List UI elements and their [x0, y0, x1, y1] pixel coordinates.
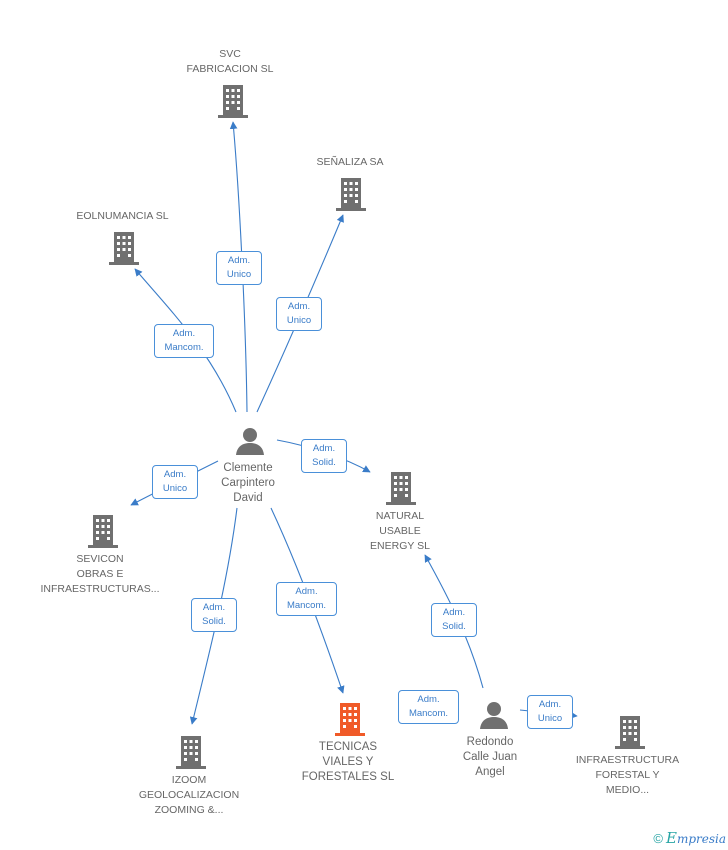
building-icon	[386, 472, 416, 505]
company-label-eolnumancia[interactable]: EOLNUMANCIA SL	[76, 210, 169, 222]
building-icon	[336, 178, 366, 211]
edge-label-adm-solid: Adm. Solid.	[431, 603, 477, 637]
building-icon	[176, 736, 206, 769]
copyright-symbol: ©	[653, 830, 663, 846]
empresia-logo[interactable]: © Empresia	[653, 829, 726, 847]
edge-label-adm-unico: Adm. Unico	[527, 695, 573, 729]
company-label-senaliza[interactable]: SEÑALIZA SA	[316, 156, 384, 168]
company-label-infraestructura[interactable]: INFRAESTRUCTURA FORESTAL Y MEDIO...	[575, 754, 680, 796]
person-icon	[236, 428, 264, 455]
person-label-clemente[interactable]: Clemente Carpintero David	[221, 462, 275, 504]
person-icon	[480, 702, 508, 729]
person-label-redondo[interactable]: Redondo Calle Juan Angel	[462, 736, 518, 778]
company-label-tecnicas[interactable]: TECNICAS VIALES Y FORESTALES SL	[301, 741, 395, 783]
edge-label-adm-unico: Adm. Unico	[152, 465, 198, 499]
edge-label-adm-mancom: Adm. Mancom.	[398, 690, 459, 724]
building-icon	[109, 232, 139, 265]
brand-name: mpresia	[676, 832, 726, 846]
building-icon	[615, 716, 645, 749]
edge-label-adm-mancom: Adm. Mancom.	[154, 324, 214, 358]
company-label-izoom[interactable]: IZOOM GEOLOCALIZACION ZOOMING &...	[138, 774, 240, 816]
company-label-svc[interactable]: SVC FABRICACION SL	[186, 48, 274, 75]
company-label-sevicon[interactable]: SEVICON OBRAS E INFRAESTRUCTURAS...	[40, 553, 160, 595]
building-icon	[88, 515, 118, 548]
brand-initial: E	[665, 829, 677, 847]
building-icon	[218, 85, 248, 118]
company-label-natural[interactable]: NATURAL USABLE ENERGY SL	[370, 510, 430, 552]
edge-label-adm-mancom: Adm. Mancom.	[276, 582, 337, 616]
edge-label-adm-solid: Adm. Solid.	[191, 598, 237, 632]
edge-label-adm-solid: Adm. Solid.	[301, 439, 347, 473]
building-icon-highlighted	[335, 703, 365, 736]
edge-label-adm-unico: Adm. Unico	[276, 297, 322, 331]
edge-label-adm-unico: Adm. Unico	[216, 251, 262, 285]
